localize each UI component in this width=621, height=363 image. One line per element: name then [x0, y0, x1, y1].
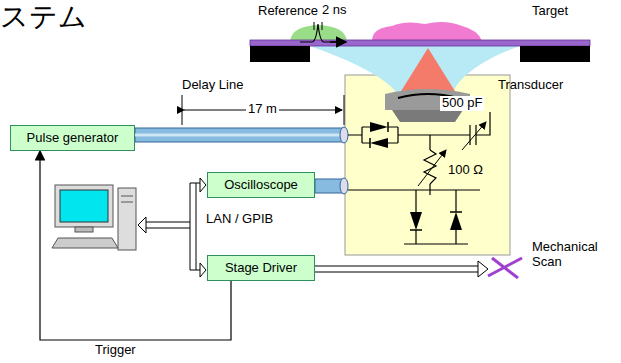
- box-text: Oscilloscope: [224, 178, 298, 193]
- diode-symbol: [370, 122, 388, 132]
- capacitance-label: 500 pF: [440, 96, 484, 111]
- diode-symbol: [370, 138, 388, 148]
- water-coupling: [310, 46, 520, 96]
- target-label: Target: [532, 4, 568, 19]
- bus-label: LAN / GPIB: [206, 212, 273, 227]
- length-label: 17 m: [246, 102, 279, 117]
- circuit-wires: [348, 112, 490, 244]
- device-box: Oscilloscope: [207, 172, 315, 198]
- reference-sample: [290, 25, 347, 41]
- circuit-box: [345, 75, 510, 255]
- box-text: Pulse generator: [27, 131, 119, 146]
- scan-axes-icon: [488, 258, 522, 278]
- computer-icon: [52, 185, 136, 250]
- sample-plate: [250, 40, 590, 46]
- box-text: Stage Driver: [225, 261, 297, 276]
- trigger-line: [40, 151, 231, 340]
- device-box: Pulse generator: [10, 125, 135, 151]
- variable-resistor-arrow: [418, 150, 446, 186]
- cable-connector: [340, 178, 348, 194]
- cable-connector: [340, 127, 348, 143]
- pulse-width-tick: [322, 22, 323, 30]
- target-sample: [372, 22, 482, 41]
- delay-line-label: Delay Line: [182, 78, 243, 93]
- pulse-shape: [300, 24, 336, 42]
- page-title: ステム: [0, 0, 87, 36]
- scan-label: Mechanical Scan: [532, 240, 612, 270]
- scope-cable: [315, 179, 343, 193]
- delay-line-cable: [135, 128, 343, 142]
- lan-bus: [138, 178, 206, 277]
- cable-highlight: [135, 134, 343, 137]
- edge-label: Trigger: [95, 343, 136, 358]
- scan-link: [315, 261, 488, 277]
- transducer-base: [392, 110, 463, 122]
- pulse-width-label: 2 ns: [322, 3, 347, 18]
- ultrasound-beam: [398, 48, 458, 96]
- dimension-tick: [182, 95, 183, 125]
- diode-symbol: [410, 212, 422, 230]
- transducer-label: Transducer: [498, 78, 563, 93]
- diode-symbol: [450, 212, 462, 230]
- device-box: Stage Driver: [207, 255, 315, 281]
- holder-right: [520, 46, 590, 62]
- pulse-direction: [330, 41, 346, 43]
- pulse-width-tick: [314, 22, 315, 30]
- resistance-label: 100 Ω: [448, 163, 483, 178]
- dimension-tick: [344, 95, 345, 125]
- variable-capacitor-arrow: [462, 122, 486, 150]
- holder-left: [250, 46, 310, 62]
- reference-label: Reference: [258, 4, 318, 19]
